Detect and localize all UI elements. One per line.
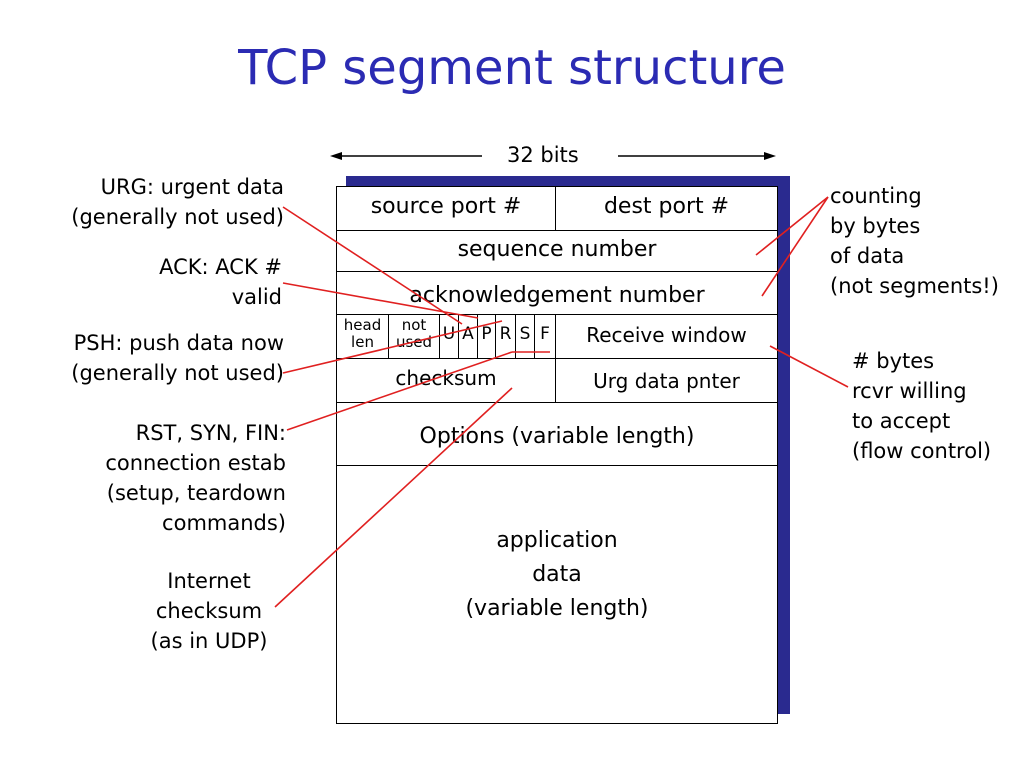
annotation-ack-line-2: valid [231,285,282,309]
annotation-checksum-line-1: Internet [167,569,251,593]
app-data-line-3: (variable length) [465,596,649,621]
annotation-counting-line-1: counting [830,184,922,208]
annotation-counting-line-4: (not segments!) [830,274,999,298]
tcp-segment: source port # dest port # sequence numbe… [336,186,778,724]
source-port-field: source port # [337,187,556,230]
annotation-urg: URG: urgent data (generally not used) [71,172,284,232]
annotation-ack-line-1: ACK: ACK # [159,255,282,279]
annotation-rst-syn-fin: RST, SYN, FIN: connection estab (setup, … [105,418,286,538]
annotation-urg-line-1: URG: urgent data [100,175,284,199]
head-len-line-2: len [351,333,374,351]
head-len-line-1: head [343,316,382,334]
width-label: 32 bits [507,143,579,167]
not-used-line-1: not [401,316,427,334]
annotation-rst-line-3: (setup, teardown [106,481,286,505]
annotation-bytes: # bytes rcvr willing to accept (flow con… [852,346,991,466]
width-arrow [330,152,776,160]
flag-fin: F [535,315,556,358]
annotation-checksum-line-2: checksum [155,599,263,623]
app-data-line-1: application [496,528,618,553]
annotation-internet-checksum: Internet checksum (as in UDP) [138,566,280,656]
annotation-ack: ACK: ACK # valid [159,252,282,312]
annotation-bytes-line-3: to accept [852,409,951,433]
page-title: TCP segment structure [238,40,786,96]
options-field: Options (variable length) [419,424,695,449]
flag-psh: P [478,315,496,358]
row-ack: acknowledgement number [337,272,777,315]
callout-line-counting-ack [761,196,829,297]
annotation-urg-line-2: (generally not used) [71,205,284,229]
callout-line-urg [282,206,463,325]
callout-line-psh [282,320,503,374]
annotation-bytes-line-2: rcvr willing [852,379,967,403]
callout-line-bytes [769,345,849,388]
row-options: Options (variable length) [337,403,777,466]
annotation-rst-line-4: commands) [162,511,286,535]
receive-window-field: Receive window [586,323,747,347]
annotation-bytes-line-1: # bytes [852,349,935,373]
head-len-field: head len [337,315,389,358]
urg-pointer-field: Urg data pnter [593,369,740,393]
annotation-rst-line-2: connection estab [105,451,286,475]
annotation-counting: counting by bytes of data (not segments!… [830,181,999,301]
ack-number-field: acknowledgement number [409,283,705,308]
app-data-field: application data (variable length) [337,524,777,626]
flag-ack: A [459,315,478,358]
annotation-counting-line-2: by bytes [830,214,921,238]
annotation-checksum-line-3: (as in UDP) [150,629,268,653]
row-ports: source port # dest port # [337,187,777,231]
annotation-bytes-line-4: (flow control) [852,439,992,463]
callout-line-ack [282,282,479,319]
flag-rst: R [496,315,516,358]
callout-line-checksum [274,387,513,608]
dest-port-field: dest port # [603,194,730,219]
annotation-psh-line-2: (generally not used) [71,361,284,385]
row-sequence: sequence number [337,231,777,272]
sequence-number-field: sequence number [457,237,657,262]
app-data-line-2: data [532,562,582,587]
annotation-psh: PSH: push data now (generally not used) [71,328,284,388]
annotation-rst-line-1: RST, SYN, FIN: [135,421,286,445]
callout-line-counting-seq [755,196,829,256]
annotation-psh-line-1: PSH: push data now [73,331,284,355]
callout-line-rst [286,351,513,431]
annotation-counting-line-3: of data [830,244,905,268]
flag-syn: S [516,315,535,358]
